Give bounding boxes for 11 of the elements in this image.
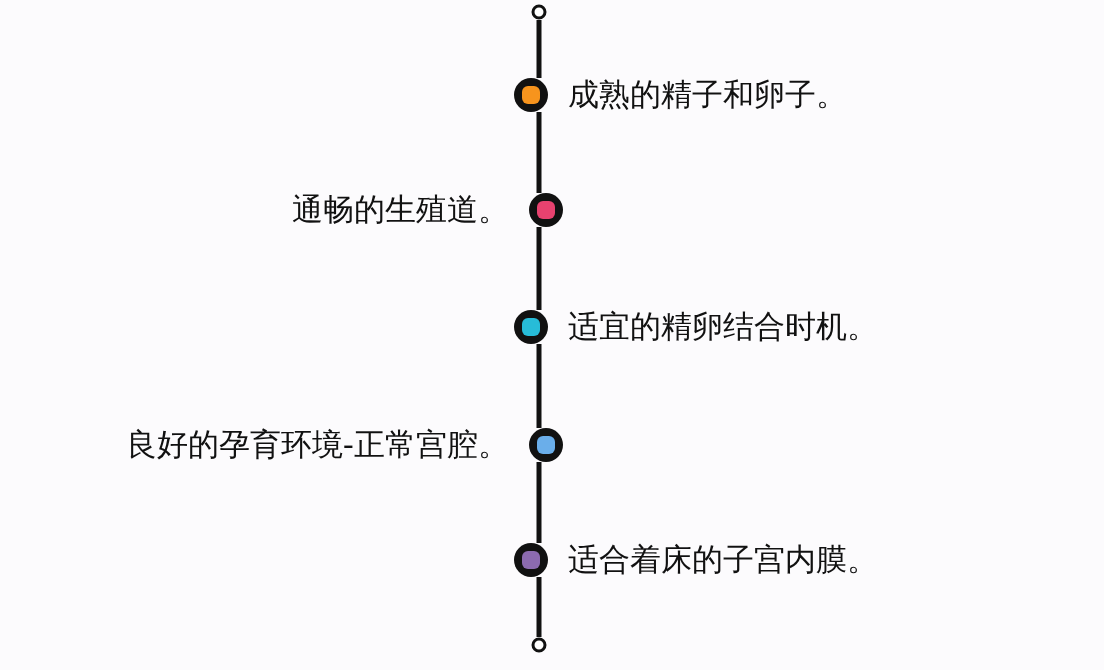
- timeline-line: [536, 20, 542, 78]
- timeline-line: [536, 344, 542, 428]
- milestone-text: 通畅的生殖道。: [292, 190, 509, 229]
- milestone-text: 成熟的精子和卵子。: [568, 75, 847, 114]
- timeline-line: [536, 112, 542, 193]
- milestone-text: 适宜的精卵结合时机。: [568, 307, 878, 346]
- milestone-text: 适合着床的子宫内膜。: [568, 540, 878, 579]
- timeline-line: [536, 462, 542, 543]
- timeline-line: [536, 577, 542, 637]
- milestone-text: 良好的孕育环境-正常宫腔。: [125, 425, 509, 464]
- timeline-line: [536, 227, 542, 310]
